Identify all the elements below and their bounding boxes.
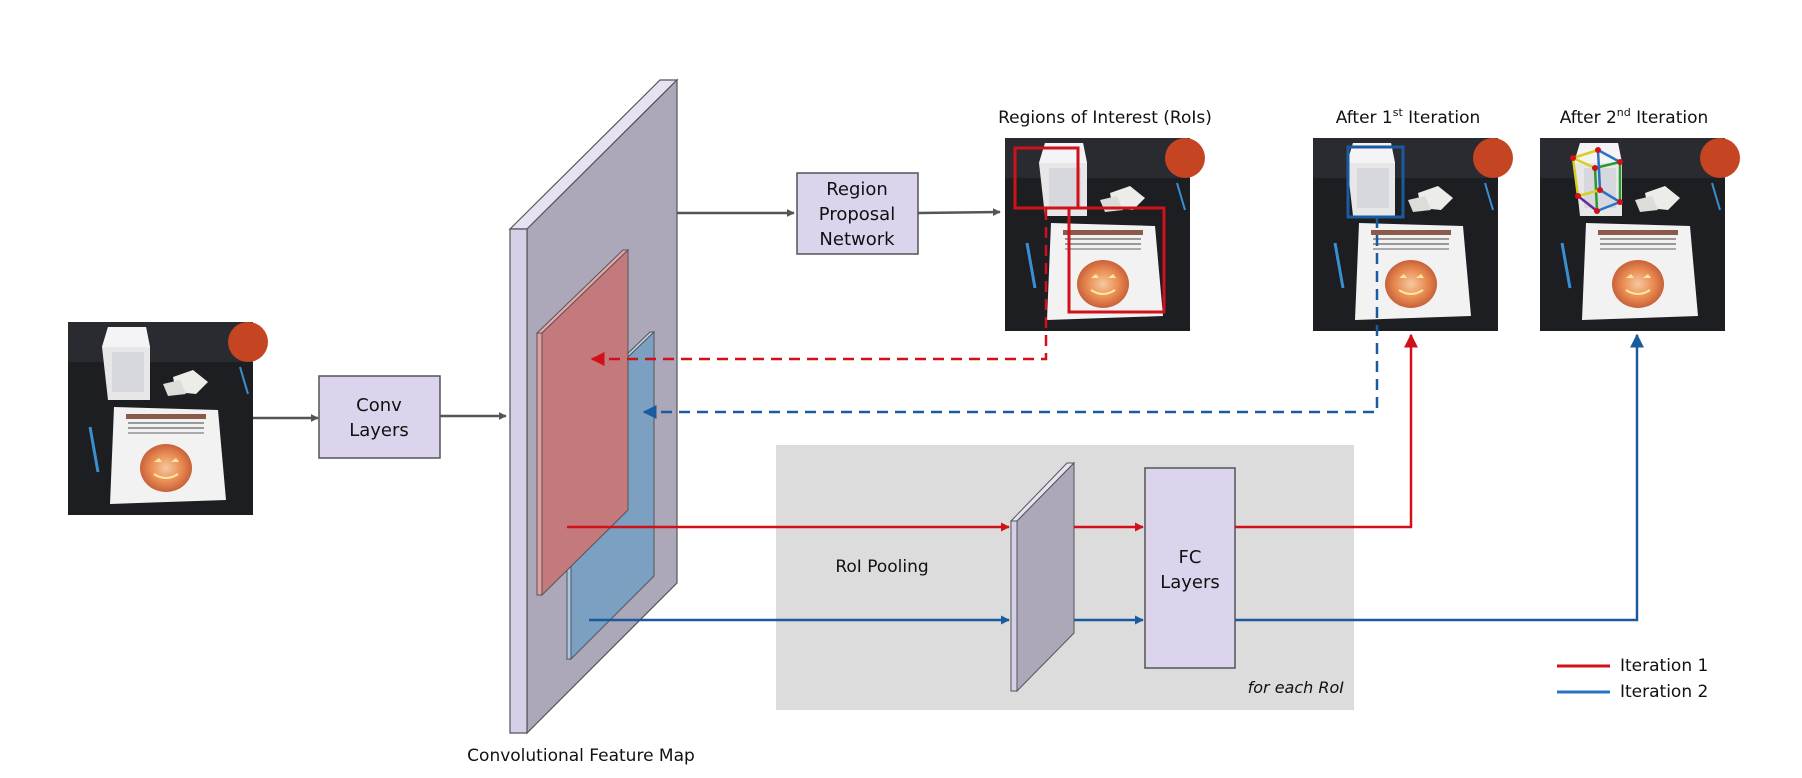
legend: Iteration 1 Iteration 2 bbox=[1557, 656, 1708, 702]
conv-layers-label-2: Layers bbox=[349, 420, 409, 441]
blue-arrow-fc-to-iteration2 bbox=[1235, 333, 1644, 622]
region-proposal-network-box[interactable]: Region Proposal Network bbox=[796, 172, 919, 255]
roi-pooled-feature bbox=[1009, 461, 1076, 693]
legend-iteration1-label: Iteration 1 bbox=[1620, 656, 1708, 676]
feature-map-caption: Convolutional Feature Map bbox=[467, 746, 695, 766]
conv-layers-box[interactable]: Conv Layers bbox=[318, 375, 441, 459]
input-photo-icon bbox=[66, 320, 270, 517]
rpn-label-3: Network bbox=[819, 229, 895, 250]
roi-pooling-label: RoI Pooling bbox=[835, 557, 928, 577]
fc-label-1: FC bbox=[1179, 547, 1202, 568]
iteration1-photo-icon bbox=[1311, 136, 1515, 333]
after-second-iteration-title: After 2nd Iteration bbox=[1560, 106, 1709, 128]
arrow-rpn-to-rois bbox=[917, 208, 1001, 217]
rpn-label-2: Proposal bbox=[819, 204, 895, 225]
for-each-roi-label: for each RoI bbox=[1248, 678, 1345, 697]
iteration1-feature-plane bbox=[535, 248, 630, 597]
dashed-arrow-iteration1-to-featuremap bbox=[642, 217, 1379, 419]
after-first-iteration-title: After 1st Iteration bbox=[1336, 106, 1481, 128]
fc-layers-box[interactable]: FC Layers bbox=[1144, 467, 1236, 669]
rois-title: Regions of Interest (RoIs) bbox=[998, 108, 1212, 128]
conv-layers-label-1: Conv bbox=[356, 395, 402, 416]
3d-bounding-box-icon bbox=[1570, 147, 1623, 214]
rois-photo-icon bbox=[1003, 136, 1207, 333]
dashed-arrow-rois-to-featuremap bbox=[590, 209, 1048, 366]
fc-label-2: Layers bbox=[1160, 572, 1220, 593]
red-arrow-fc-to-iteration1 bbox=[1235, 333, 1418, 529]
rpn-label-1: Region bbox=[826, 179, 888, 200]
iteration2-photo-icon bbox=[1538, 136, 1742, 333]
legend-iteration2-label: Iteration 2 bbox=[1620, 682, 1708, 702]
